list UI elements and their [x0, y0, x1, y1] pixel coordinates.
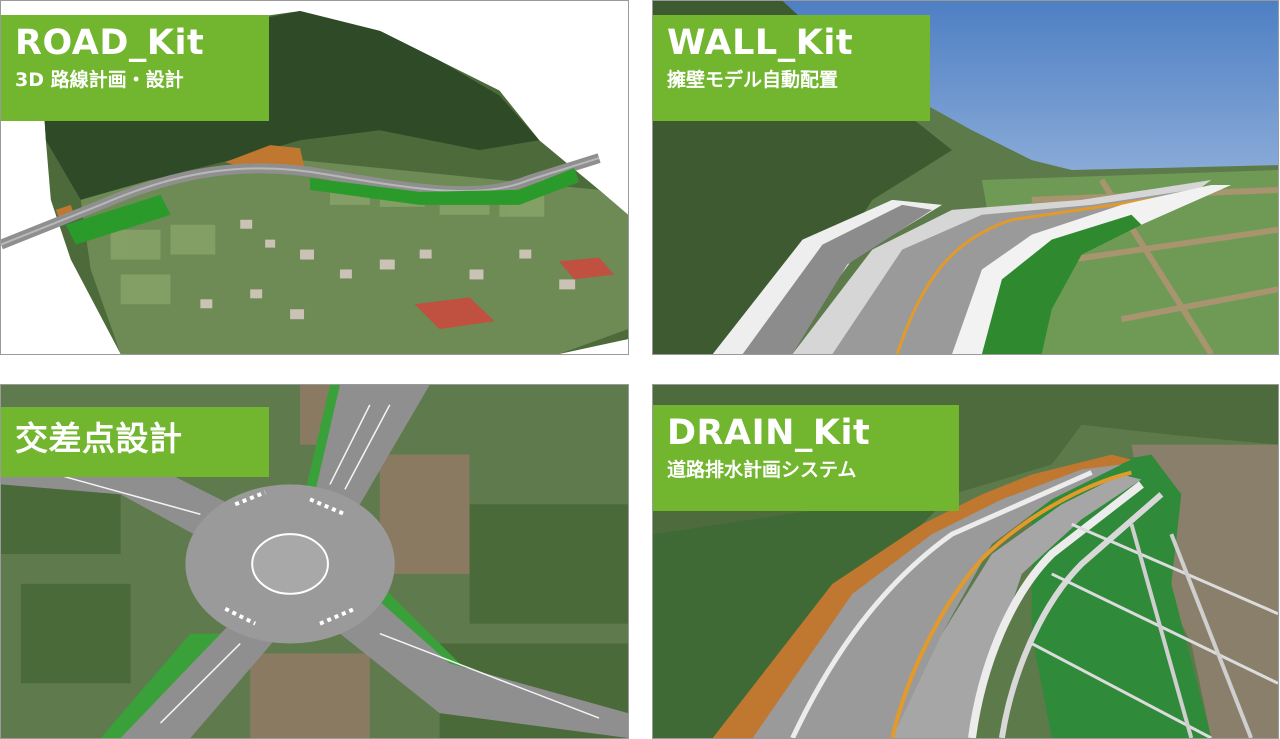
drain-kit-label: DRAIN_Kit 道路排水計画システム: [653, 405, 959, 511]
drain-kit-subtitle: 道路排水計画システム: [667, 459, 857, 481]
intersection-design-label: 交差点設計: [1, 407, 269, 477]
road-kit-panel[interactable]: ROAD_Kit 3D 路線計画・設計: [0, 0, 629, 355]
drain-kit-title: DRAIN_Kit: [667, 413, 871, 453]
intersection-design-image: [1, 385, 628, 738]
road-kit-title: ROAD_Kit: [15, 23, 205, 63]
road-kit-label: ROAD_Kit 3D 路線計画・設計: [1, 15, 269, 121]
intersection-design-title: 交差点設計: [15, 419, 183, 458]
wall-kit-subtitle: 擁壁モデル自動配置: [667, 69, 839, 91]
drain-kit-panel[interactable]: DRAIN_Kit 道路排水計画システム: [652, 384, 1279, 739]
wall-kit-panel[interactable]: WALL_Kit 擁壁モデル自動配置: [652, 0, 1279, 355]
wall-kit-title: WALL_Kit: [667, 23, 854, 63]
intersection-design-panel[interactable]: 交差点設計: [0, 384, 629, 739]
road-kit-subtitle: 3D 路線計画・設計: [15, 69, 184, 91]
wall-kit-label: WALL_Kit 擁壁モデル自動配置: [653, 15, 930, 121]
